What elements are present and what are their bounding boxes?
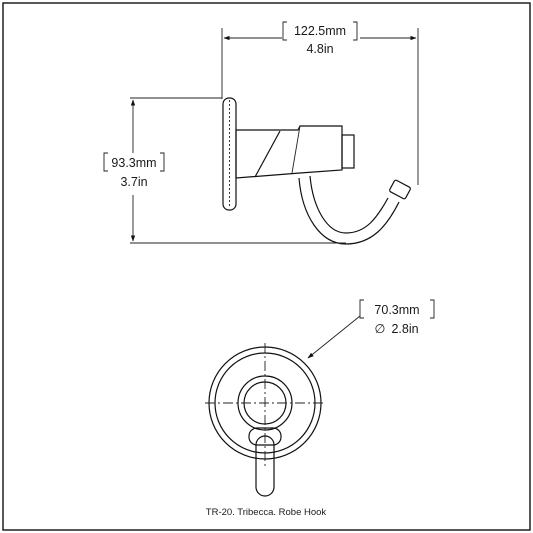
width-bracket-left: [282, 21, 287, 41]
drawing-caption: TR-20. Tribecca. Robe Hook: [206, 507, 327, 518]
diameter-leader-line: [307, 315, 361, 359]
width-in-label: 4.8in: [306, 42, 333, 56]
body-slant-line: [254, 130, 281, 178]
hook-body: [235, 125, 343, 179]
diameter-in-label: 2.8in: [391, 322, 418, 336]
height-mm-label: 93.3mm: [111, 156, 156, 170]
width-bracket-right: [353, 21, 358, 41]
height-dimension: 93.3mm 3.7in: [103, 97, 346, 244]
hook-arm-outer: [298, 177, 400, 245]
diameter-dimension: 70.3mm ∅ 2.8in: [307, 299, 435, 359]
hook-arm-inner: [309, 175, 389, 234]
side-view: [222, 97, 411, 245]
front-view: [205, 343, 325, 497]
front-hook-arm: [255, 435, 275, 497]
body-edge-line: [291, 125, 301, 174]
end-cap: [341, 134, 355, 169]
diameter-bracket-right: [430, 299, 435, 319]
width-dimension: 122.5mm 4.8in: [221, 21, 419, 185]
diameter-symbol-icon: ∅: [375, 322, 386, 336]
height-bracket-right: [160, 152, 165, 172]
width-mm-label: 122.5mm: [294, 24, 346, 38]
front-hook-tip: [248, 427, 282, 446]
diameter-bracket-left: [359, 299, 364, 319]
height-bracket-left: [103, 152, 108, 172]
height-in-label: 3.7in: [120, 175, 147, 189]
hook-tip: [389, 179, 411, 200]
diameter-mm-label: 70.3mm: [374, 303, 419, 317]
